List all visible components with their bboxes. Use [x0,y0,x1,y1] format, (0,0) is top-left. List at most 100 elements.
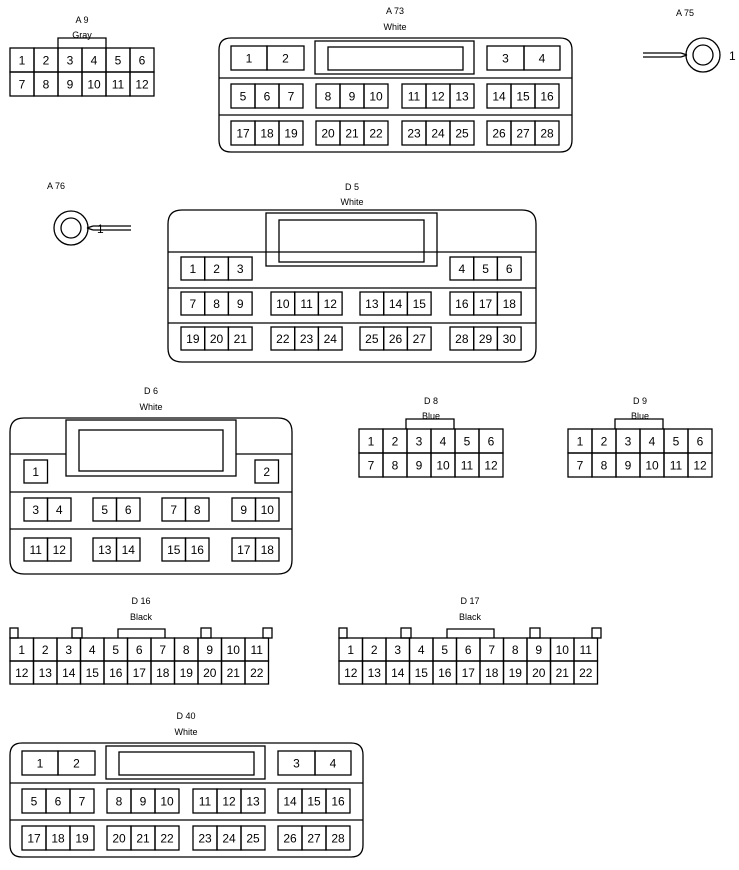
pin-number: 3 [625,435,632,449]
pin-box [57,750,96,776]
connector-name: D 5 [345,182,359,192]
pin-number: 10 [436,459,450,473]
pin-cell: 9 [130,788,156,814]
pin-number: 13 [368,666,382,680]
pin-number: 10 [261,503,275,517]
pin-cell: 12 [317,291,343,316]
pin-number: 20 [210,332,224,346]
pin-cell: 3 [385,637,411,662]
clip-tab [9,627,19,639]
pin-number: 15 [86,666,100,680]
pin-box [406,326,432,351]
pin-cell: 20 [315,120,341,146]
pin-cell: 3 [277,750,316,776]
pin-cell: 2 [204,256,230,281]
pin-cell: 1 [9,637,35,662]
pin-cell: 10 [254,497,280,522]
latch-tab [57,37,107,48]
pin-cell: 13 [32,660,58,685]
pin-cell: 4 [46,497,72,522]
pin-number: 28 [455,332,469,346]
pin-number: 17 [133,666,147,680]
pin-number: 17 [27,832,41,846]
pin-number: 6 [55,795,62,809]
pin-cell: 15 [79,660,105,685]
pin-cell: 21 [339,120,365,146]
pin-number: 2 [282,52,289,66]
connector-name: D 6 [144,386,158,396]
pin-box [115,497,141,522]
pin-number: 1 [32,465,39,479]
pin-number: 12 [431,90,445,104]
pin-number: 9 [237,297,244,311]
pin-box [325,788,351,814]
pin-cell: 16 [449,291,475,316]
pin-cell: 12 [687,452,713,478]
pin-number: 9 [416,459,423,473]
pin-cell: 6 [496,256,522,281]
pin-number: 6 [136,643,143,657]
pin-box [363,120,389,146]
pin-cell: 5 [663,428,689,454]
pin-cell: 25 [359,326,385,351]
pin-cell: 25 [240,825,266,851]
pin-cell: 6 [126,637,152,662]
pin-number: 12 [484,459,498,473]
pin-number: 6 [697,435,704,449]
pin-cell: 14 [115,537,141,562]
pin-number: 17 [479,297,493,311]
pin-number: 3 [502,52,509,66]
pin-number: 13 [455,90,469,104]
pin-number: 23 [198,832,212,846]
pin-number: 16 [191,543,205,557]
pin-cell: 13 [361,660,387,685]
pin-cell: 18 [496,291,522,316]
pin-cell: 4 [314,750,352,776]
pin-cell: 7 [69,788,95,814]
pin-cell: 9 [339,83,365,109]
pin-number: 15 [415,666,429,680]
pin-cell: 27 [301,825,327,851]
pin-box [240,825,266,851]
pin-cell: 5 [21,788,47,814]
connector-name: A 75 [676,8,694,18]
pin-cell: 2 [266,45,305,71]
pin-number: 15 [167,543,181,557]
pin-number: 16 [109,666,123,680]
pin-number: 9 [625,459,632,473]
pin-cell: 22 [363,120,389,146]
pin-number: 18 [503,297,517,311]
pin-cell: 14 [385,660,411,685]
pin-number: 8 [116,795,123,809]
pin-number: 5 [464,435,471,449]
pin-number: 8 [392,459,399,473]
pin-cell: 9 [227,291,253,316]
pin-number: 5 [101,503,108,517]
pin-cell: 12 [46,537,72,562]
connector-housing [167,209,537,363]
pin-number: 5 [240,90,247,104]
pin-number: 21 [345,127,359,141]
pin-number: 22 [276,332,290,346]
connector-name: A 73 [386,6,404,16]
pin-number: 8 [512,643,519,657]
pin-box [154,825,180,851]
pin-cell: 28 [325,825,351,851]
pin-cell: 5 [105,47,131,73]
pin-number: 4 [539,52,546,66]
pin-number: 12 [222,795,236,809]
pin-box [449,120,475,146]
pin-cell: 18 [254,537,280,562]
pin-number: 10 [369,90,383,104]
connector-a76: A 761 [47,181,131,246]
pin-cell: 1 [358,428,384,454]
latch-tab [117,628,166,638]
pin-cell: 16 [103,660,129,685]
pin-cell: 8 [315,83,341,109]
pin-cell: 28 [534,120,560,146]
pin-number: 5 [31,795,38,809]
pin-cell: 18 [45,825,71,851]
pin-cell: 22 [244,660,270,685]
pin-number: 2 [213,262,220,276]
